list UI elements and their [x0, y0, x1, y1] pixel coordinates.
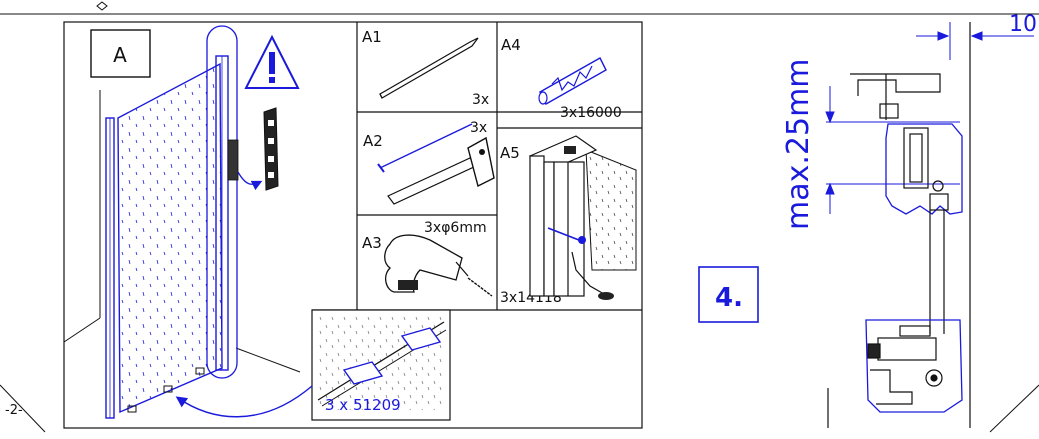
part-a1: A1 3x	[362, 28, 489, 108]
svg-text:A1: A1	[362, 28, 382, 46]
screwdriver-icon	[379, 37, 479, 99]
seal-strip	[227, 107, 279, 191]
step-number: 4.	[698, 266, 759, 323]
wall-plug-icon	[538, 57, 607, 105]
svg-text:A2: A2	[363, 132, 383, 150]
profile-cross-section	[827, 22, 971, 428]
part-a2: A2 3x	[363, 120, 495, 205]
svg-text:3x16000: 3x16000	[560, 105, 622, 121]
offset-label: 10	[1009, 12, 1037, 37]
dimension-lines	[825, 22, 1034, 214]
part-a4: A4 3x16000	[501, 36, 622, 121]
profile-highlight	[206, 25, 238, 379]
part-a5: A5 3x14118	[500, 135, 637, 306]
svg-text:A5: A5	[500, 144, 520, 162]
svg-text:3x: 3x	[470, 120, 487, 136]
glass-panel	[105, 55, 229, 419]
max-gap-label: max.25mm	[781, 58, 816, 230]
svg-text:3x: 3x	[472, 92, 489, 108]
svg-text:4.: 4.	[715, 283, 743, 313]
figure-frame	[63, 21, 643, 429]
svg-text:3 x 51209: 3 x 51209	[325, 396, 401, 414]
detail-arrow	[175, 385, 313, 418]
part-a3: A3 3xφ6mm	[362, 220, 493, 297]
svg-text:A4: A4	[501, 36, 521, 54]
hammer-icon	[387, 136, 495, 205]
parts-grid	[312, 22, 642, 311]
svg-text:A: A	[113, 43, 127, 67]
svg-text:3xφ6mm: 3xφ6mm	[424, 220, 487, 236]
svg-text:10: 10	[1009, 12, 1037, 37]
page-number: -2-	[5, 403, 23, 418]
room-walls	[63, 90, 301, 373]
drill-icon	[384, 234, 493, 297]
detail-zoom: 3 x 51209	[311, 309, 451, 421]
panel-a-label: A	[90, 29, 151, 78]
warning-icon	[244, 34, 300, 89]
svg-text:A3: A3	[362, 234, 382, 252]
